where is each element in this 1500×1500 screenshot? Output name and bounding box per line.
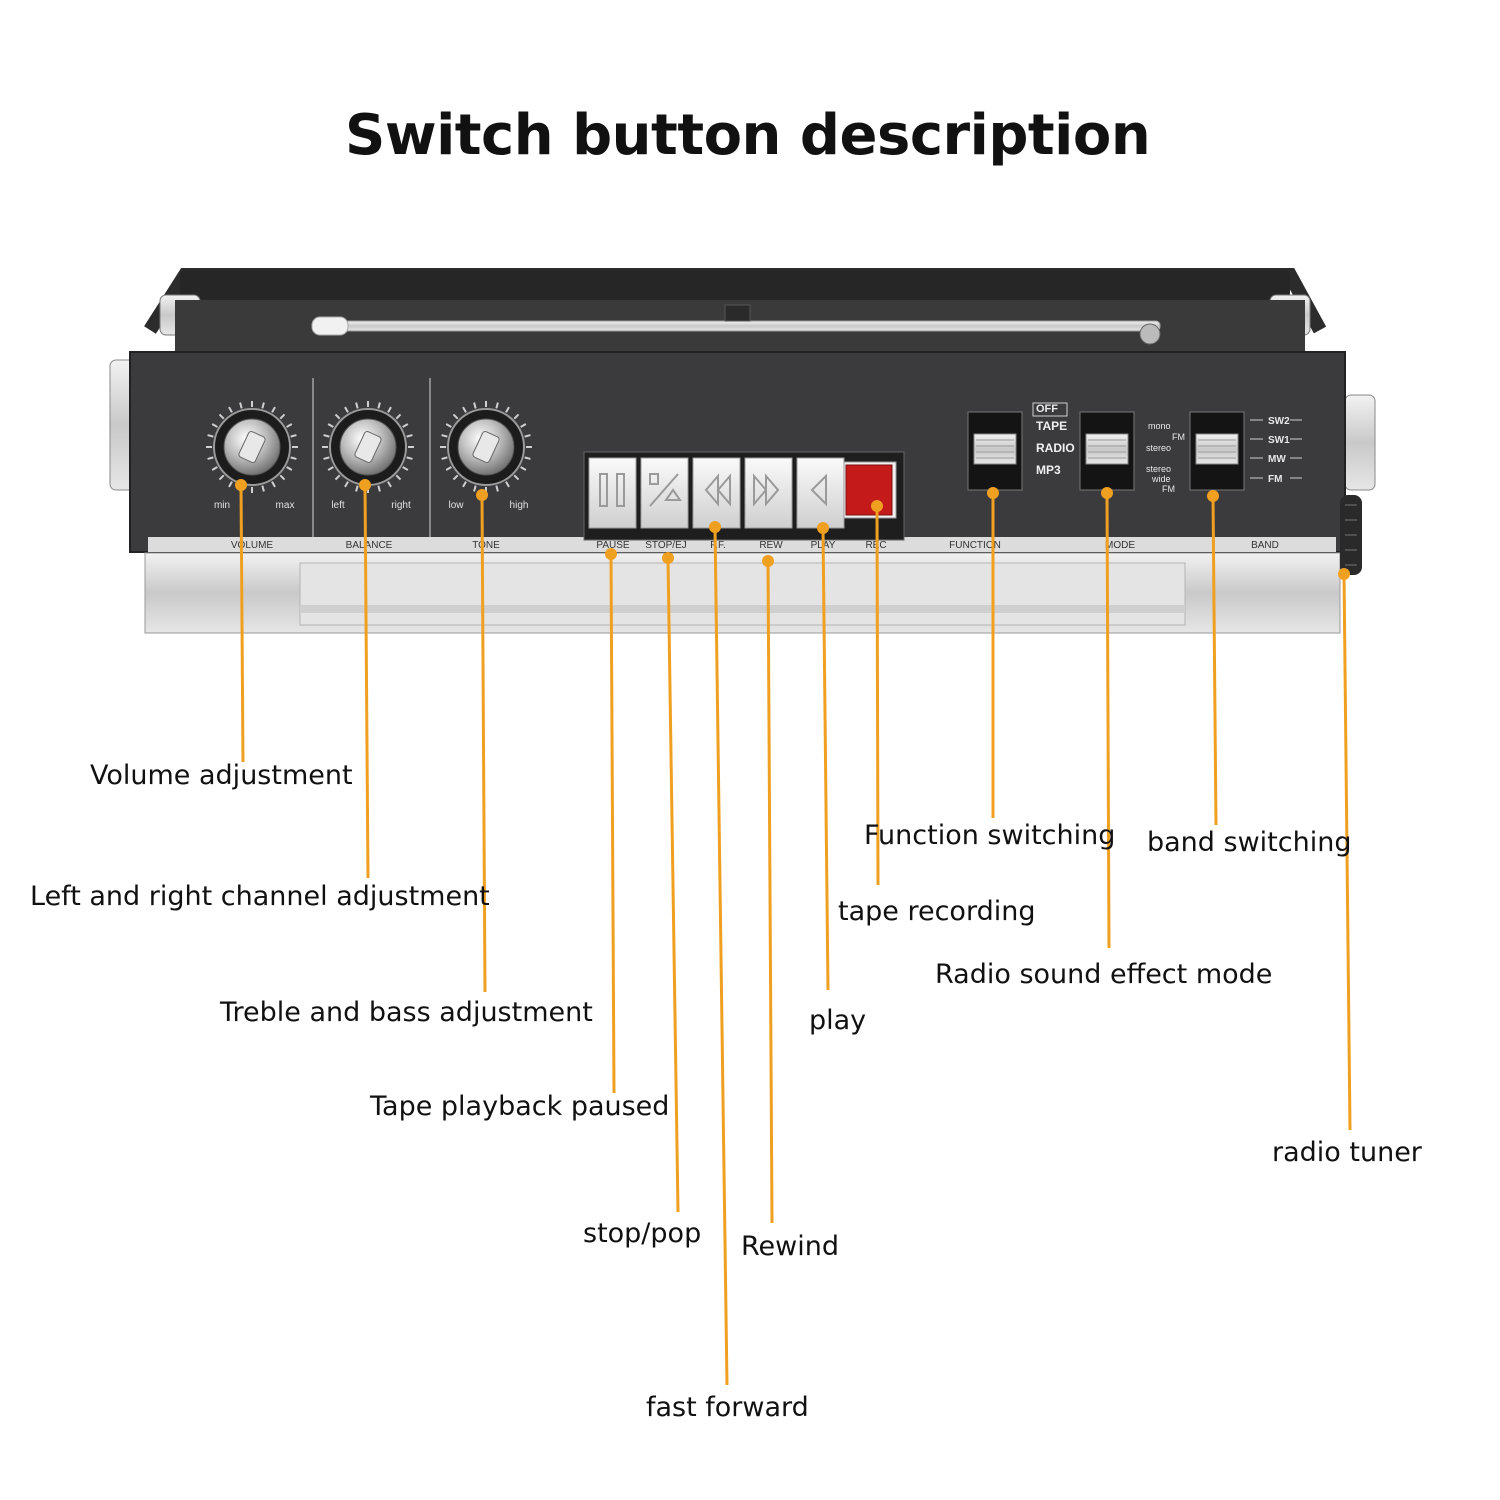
- slide-switches: OFFTAPERADIOMP3monoFMstereostereowideFMS…: [967, 402, 1302, 494]
- knob-group: min max left right low high: [206, 401, 532, 511]
- knob-tone[interactable]: low high: [440, 401, 532, 511]
- function-option: TAPE: [1036, 419, 1067, 433]
- knob-max-label: right: [391, 500, 411, 511]
- key-label: F.F.: [710, 540, 726, 551]
- key-rec-button[interactable]: [843, 461, 897, 519]
- knob-max-label: max: [276, 500, 295, 511]
- callout-mode: Radio sound effect mode: [935, 959, 1273, 990]
- callout-fast-forward: fast forward: [646, 1392, 809, 1423]
- cassette-keys: [588, 457, 897, 529]
- leader-tone: [476, 489, 488, 993]
- leader-stop: [662, 552, 680, 1213]
- mode-option: FM: [1172, 432, 1185, 442]
- leader-mode: [1101, 487, 1113, 949]
- key-ff-button[interactable]: [692, 457, 741, 529]
- key-play-button[interactable]: [796, 457, 845, 529]
- knob-volume[interactable]: min max: [206, 401, 298, 511]
- key-pause-button[interactable]: [588, 457, 637, 529]
- callout-rewind: Rewind: [741, 1231, 839, 1262]
- switch-band[interactable]: [1189, 411, 1245, 491]
- callout-tone: Treble and bass adjustment: [220, 997, 593, 1028]
- leader-volume: [235, 479, 247, 763]
- callout-balance: Left and right channel adjustment: [30, 881, 490, 912]
- callout-pause: Tape playback paused: [370, 1091, 670, 1122]
- switch-function[interactable]: [967, 411, 1023, 491]
- label-strip: [148, 537, 1336, 552]
- mode-option: FM: [1162, 484, 1175, 494]
- page-title: Switch button description: [345, 103, 1151, 168]
- strip-label-function: FUNCTION: [949, 540, 1001, 551]
- callout-band: band switching: [1147, 827, 1352, 858]
- callout-tuner: radio tuner: [1272, 1137, 1422, 1168]
- cassette-window: [299, 562, 1186, 626]
- callout-function: Function switching: [864, 820, 1116, 851]
- cassette-shine: [300, 605, 1185, 613]
- strip-label-mode: MODE: [1105, 540, 1135, 551]
- leader-tuner: [1338, 568, 1352, 1131]
- leader-rewind: [762, 555, 774, 1224]
- right-side-grip: [1344, 394, 1376, 491]
- callout-volume: Volume adjustment: [90, 760, 353, 791]
- callout-record: tape recording: [838, 896, 1036, 927]
- strip-label-tone: TONE: [472, 540, 500, 551]
- key-rew-button[interactable]: [744, 457, 793, 529]
- tuner-dial[interactable]: [1340, 495, 1362, 575]
- leader-fast-forward: [709, 521, 729, 1386]
- leader-balance: [359, 479, 371, 879]
- knob-min-label: low: [448, 500, 464, 511]
- leader-record: [871, 500, 883, 886]
- strip-label-balance: BALANCE: [346, 540, 393, 551]
- mode-option: wide: [1151, 474, 1171, 484]
- leader-function: [987, 487, 999, 818]
- switch-mode[interactable]: [1079, 411, 1135, 491]
- strip-label-volume: VOLUME: [231, 540, 274, 551]
- band-option: FM: [1268, 474, 1282, 485]
- leader-play: [817, 522, 830, 991]
- band-option: SW2: [1268, 416, 1290, 427]
- mode-option: stereo: [1146, 443, 1171, 453]
- band-option: SW1: [1268, 435, 1290, 446]
- leader-band: [1207, 490, 1219, 826]
- callout-stop: stop/pop: [583, 1218, 702, 1249]
- key-label: STOP/EJ: [645, 540, 687, 551]
- function-option: OFF: [1036, 403, 1058, 415]
- function-option: RADIO: [1036, 441, 1075, 455]
- strip-label-band: BAND: [1251, 540, 1279, 551]
- leader-pause: [605, 548, 617, 1094]
- callout-play: play: [809, 1005, 867, 1036]
- knob-min-label: left: [331, 500, 345, 511]
- mode-option: mono: [1148, 421, 1171, 431]
- band-option: MW: [1268, 454, 1286, 465]
- key-label: REW: [759, 540, 783, 551]
- key-label: PAUSE: [596, 540, 629, 551]
- function-option: MP3: [1036, 463, 1061, 477]
- key-eject-button[interactable]: [640, 457, 689, 529]
- knob-min-label: min: [214, 500, 230, 511]
- mode-option: stereo: [1146, 464, 1171, 474]
- antenna: [311, 304, 1161, 345]
- callout-leaders: [235, 479, 1352, 1386]
- knob-balance[interactable]: left right: [322, 401, 414, 511]
- knob-max-label: high: [510, 500, 529, 511]
